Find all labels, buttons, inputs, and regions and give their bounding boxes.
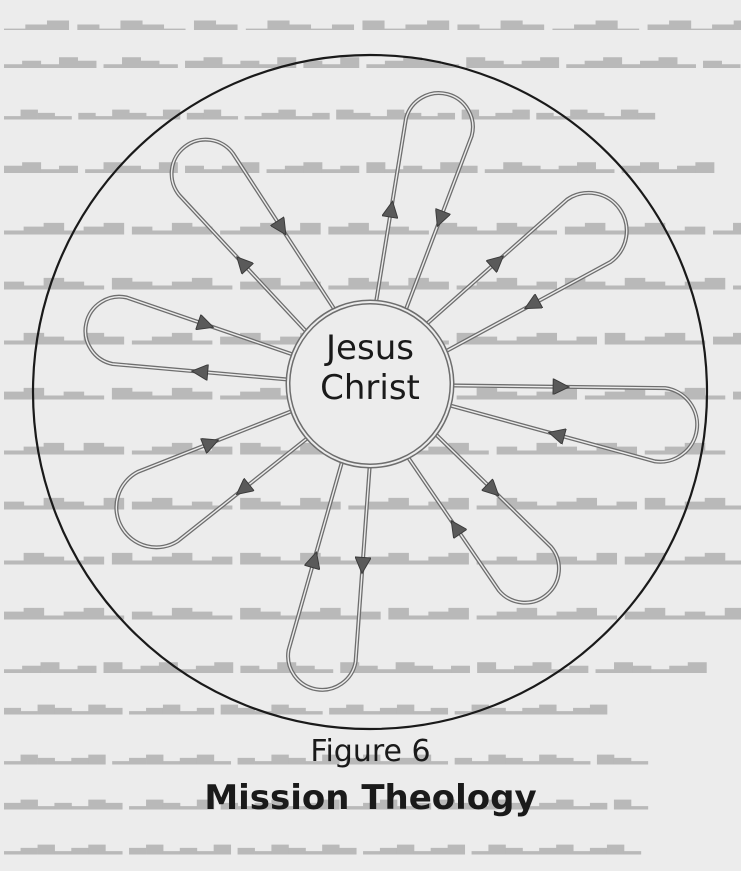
center-label-line1: Jesus xyxy=(326,328,414,368)
center-label: Jesus Christ xyxy=(290,328,450,408)
mission-loop-core xyxy=(115,408,312,548)
figure-number: Figure 6 xyxy=(310,734,431,769)
figure-title: Mission Theology xyxy=(204,778,537,818)
mission-loop-core xyxy=(287,457,371,691)
mission-loop-core xyxy=(445,384,698,463)
mission-loop xyxy=(421,190,629,356)
mission-loop xyxy=(373,91,475,315)
mission-loop-core xyxy=(374,92,474,315)
mission-loop xyxy=(114,407,313,550)
mission-loop xyxy=(169,137,339,337)
mission-loop-core xyxy=(84,296,298,381)
loops-group xyxy=(83,91,700,692)
mission-loop xyxy=(444,383,700,464)
mission-loop xyxy=(83,294,298,382)
mission-loop-core xyxy=(422,192,628,355)
mission-loop-core xyxy=(170,138,338,336)
mission-loop xyxy=(286,456,372,692)
mission-loop xyxy=(403,429,561,605)
inner-circle-core xyxy=(287,301,453,467)
mission-loop-core xyxy=(404,430,560,604)
outer-circle xyxy=(31,53,709,731)
center-label-line2: Christ xyxy=(320,368,420,408)
